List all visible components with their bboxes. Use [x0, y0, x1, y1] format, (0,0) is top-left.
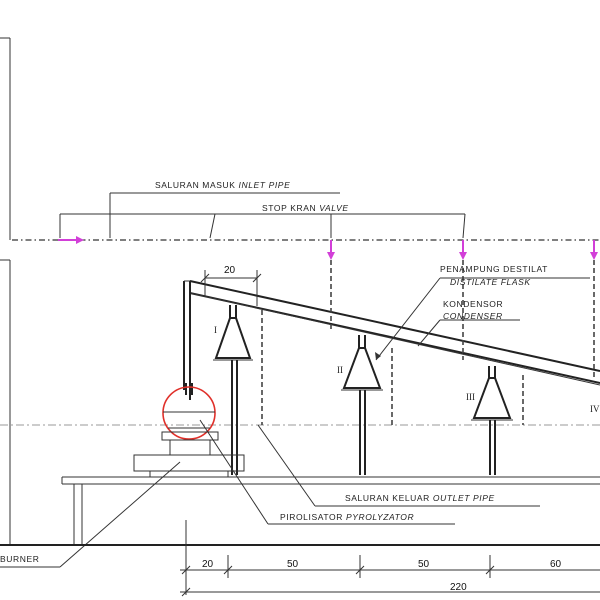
distillate-flask-label: PENAMPUNG DESTILAT	[440, 264, 548, 274]
dimension-segment-4: 60	[550, 559, 562, 570]
distillate-flask-label-en: DISTILATE FLASK	[450, 277, 531, 287]
valve-marker-3	[459, 240, 467, 260]
top-dimension-value: 20	[224, 265, 236, 276]
distillate-flask-2	[341, 335, 383, 475]
condenser-label-en: CONDENSER	[443, 311, 503, 321]
dimension-total: 220	[450, 582, 467, 593]
pyrolyzer-label: PIROLISATOR PYROLYZATOR	[280, 512, 414, 522]
burner-label: BURNER	[0, 554, 40, 564]
valve-drop-lines	[261, 260, 595, 425]
condenser-tube	[183, 280, 600, 400]
pyrolyzer-vessel	[162, 383, 216, 440]
left-frame	[0, 37, 11, 545]
distillate-flask-1	[213, 305, 253, 475]
valve-leader	[59, 213, 466, 239]
distillate-flask-leader	[375, 277, 590, 361]
flask-number-4: IV	[590, 404, 600, 414]
outlet-pipe-leader	[257, 424, 540, 507]
burner-leader	[0, 461, 181, 568]
valve-marker-4	[590, 240, 598, 260]
dimension-segment-1: 20	[202, 559, 214, 570]
valve-markers	[58, 236, 598, 260]
valve-marker-2	[327, 240, 335, 260]
valve-label: STOP KRAN VALVE	[262, 203, 349, 213]
flask-number-1: I	[214, 325, 217, 335]
inlet-pipe-leader	[109, 192, 340, 238]
bottom-dimension-lines	[180, 520, 600, 597]
pyrolyzer-leader	[199, 419, 455, 525]
dimension-segment-2: 50	[287, 559, 299, 570]
outlet-pipe-label: SALURAN KELUAR OUTLET PIPE	[345, 493, 495, 503]
burner-stand	[133, 431, 245, 477]
support-table	[61, 476, 600, 545]
condenser-label: KONDENSOR	[443, 299, 503, 309]
valve-marker-1	[58, 236, 84, 244]
condenser-leader	[417, 319, 520, 347]
top-dimension	[200, 270, 262, 306]
inlet-pipe-label: SALURAN MASUK INLET PIPE	[155, 180, 290, 190]
flask-number-3: III	[466, 392, 475, 402]
dimension-segment-3: 50	[418, 559, 430, 570]
flask-number-2: II	[337, 365, 343, 375]
distillate-flask-3	[471, 366, 513, 475]
